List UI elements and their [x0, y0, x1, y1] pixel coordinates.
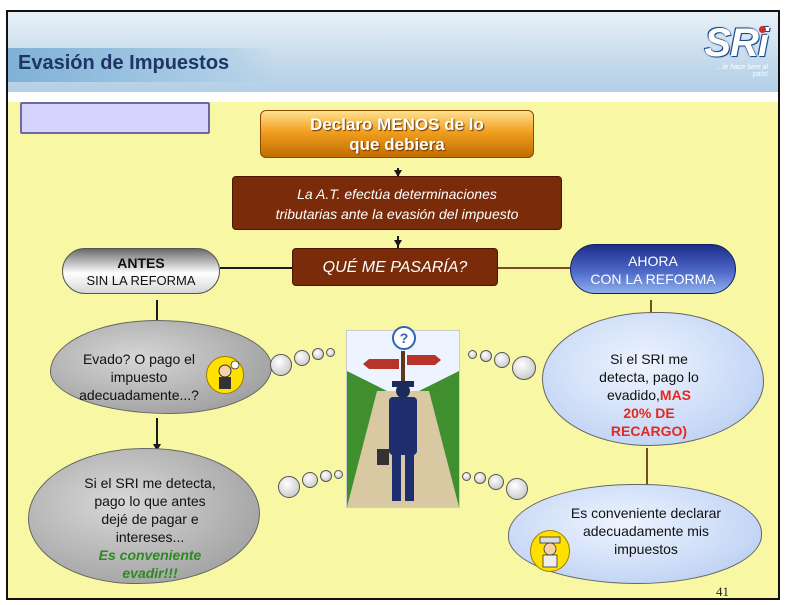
title-band — [8, 48, 278, 82]
declare-less-box: Declaro MENOS de lo que debiera — [260, 110, 534, 158]
thought-bubble — [494, 352, 510, 368]
before-label-line1: ANTES — [117, 255, 165, 271]
thinking-person-graphic — [218, 360, 240, 389]
detective-graphic — [539, 536, 561, 568]
cloud-emphasis-line: RECARGO) — [610, 423, 688, 439]
empty-label-box — [20, 102, 210, 134]
logo-text: SRi — [704, 21, 769, 65]
before-reform-label: ANTES SIN LA REFORMA — [62, 248, 220, 294]
page-number: 41 — [716, 584, 729, 599]
arrow-down-icon — [394, 170, 402, 177]
logo-tagline: ...le hace bien al país! — [717, 64, 768, 78]
arrow-down-icon — [394, 240, 402, 247]
connector-left-down — [156, 300, 158, 324]
after-label-line2: CON LA REFORMA — [590, 271, 716, 287]
cloud-text-line: dejé de pagar e — [101, 511, 199, 527]
cloud-emphasis-line: 20% DE — [623, 405, 675, 421]
slide-title: Evasión de Impuestos — [18, 52, 230, 74]
declare-less-line1: Declaro MENOS de lo — [310, 115, 484, 134]
cloud-text-line: Si el SRI me — [610, 351, 688, 367]
connector-left-down2 — [156, 418, 158, 454]
before-label-line2: SIN LA REFORMA — [86, 273, 196, 288]
thought-cloud-before — [28, 448, 260, 584]
cloud-text-line: pago lo que antes — [94, 493, 206, 509]
thought-bubble — [270, 354, 292, 376]
slide-header: Evasión de Impuestos SRi ...le hace bien… — [8, 12, 778, 92]
thought-cloud-after — [542, 312, 764, 446]
thought-bubble — [278, 476, 300, 498]
thought-bubble — [512, 356, 536, 380]
connector-left — [220, 267, 292, 269]
thought-bubble — [474, 472, 486, 484]
declare-less-line2: que debiera — [349, 135, 445, 154]
connector-right-down — [650, 300, 652, 316]
thought-bubble — [302, 472, 318, 488]
cloud-text-line: adecuadamente...? — [79, 387, 199, 403]
thinking-person-icon — [206, 356, 244, 394]
cloud-text-line: evadido,MAS — [574, 386, 724, 404]
connector-right-down2 — [646, 448, 648, 486]
detective-icon — [530, 530, 570, 572]
cloud-text-line: Es conveniente declarar — [570, 505, 722, 521]
cloud-evade-question-text: Evado? O pago el impuesto adecuadamente.… — [64, 350, 214, 404]
cloud-text-line: impuesto — [110, 369, 168, 385]
cloud-declare-text: Es conveniente declarar adecuadamente mi… — [556, 504, 736, 558]
connector-right — [498, 267, 570, 269]
logo-dot-icon — [759, 26, 766, 33]
sri-logo: SRi ...le hace bien al país! — [702, 20, 769, 86]
cloud-text-span: evadido, — [606, 387, 660, 403]
tax-authority-line1: La A.T. efectúa determinaciones — [297, 186, 497, 202]
cloud-text-line: impuestos — [614, 541, 678, 557]
cloud-emphasis-line: evadir!!! — [122, 565, 178, 581]
thought-bubble — [294, 350, 310, 366]
crossroads-man-graphic — [347, 331, 459, 507]
thought-bubble — [480, 350, 492, 362]
thought-bubble — [506, 478, 528, 500]
tax-authority-line2: tributarias ante la evasión del impuesto — [275, 206, 519, 222]
cloud-emphasis-span: MAS — [659, 387, 692, 403]
arrow-down-icon — [153, 444, 161, 451]
thought-bubble — [312, 348, 324, 360]
cloud-after-text: Si el SRI me detecta, pago lo evadido,MA… — [574, 350, 724, 440]
after-reform-label: AHORA CON LA REFORMA — [570, 244, 736, 294]
thought-bubble — [334, 470, 343, 479]
cloud-text-line: Evado? O pago el — [82, 351, 196, 367]
question-mark-icon: ? — [392, 326, 416, 350]
header-divider — [8, 92, 778, 102]
thought-bubble — [320, 470, 332, 482]
cloud-text-line: Si el SRI me detecta, — [84, 475, 216, 491]
tax-authority-box: La A.T. efectúa determinaciones tributar… — [232, 176, 562, 230]
cloud-text-line: adecuadamente mis — [582, 523, 710, 539]
cloud-before-text: Si el SRI me detecta, pago lo que antes … — [62, 474, 238, 582]
after-label-line1: AHORA — [628, 253, 678, 269]
cloud-emphasis-line: Es conveniente — [98, 547, 202, 563]
what-happens-box: QUÉ ME PASARÍA? — [292, 248, 498, 286]
crossroads-illustration — [346, 330, 460, 508]
thought-bubble — [488, 474, 504, 490]
thought-bubble — [468, 350, 477, 359]
thought-bubble — [326, 348, 335, 357]
thought-bubble — [462, 472, 471, 481]
cloud-text-line: intereses... — [115, 529, 185, 545]
cloud-text-line: detecta, pago lo — [599, 369, 699, 385]
